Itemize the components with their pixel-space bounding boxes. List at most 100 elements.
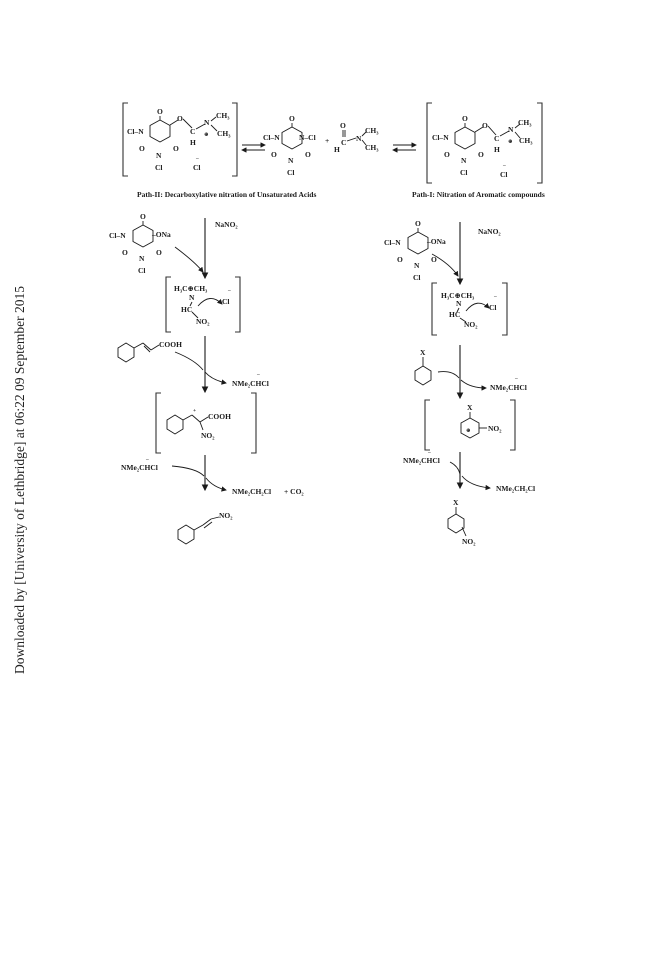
- svg-text:N: N: [288, 156, 294, 165]
- top-equilibrium: O Cl–N N Cl O O O C H N ⊕ CH₃ CH₃ Cl – O…: [122, 102, 543, 184]
- svg-text:H: H: [334, 145, 340, 154]
- svg-text:CH₃: CH₃: [519, 136, 533, 145]
- svg-text:H: H: [494, 145, 500, 154]
- svg-text:O: O: [478, 150, 484, 159]
- svg-text:–: –: [502, 163, 506, 169]
- svg-text:NMe₂CHCl: NMe₂CHCl: [403, 456, 440, 465]
- svg-text:·: ·: [460, 425, 462, 431]
- svg-text:Cl–N: Cl–N: [384, 238, 401, 247]
- svg-text:Cl: Cl: [193, 163, 201, 172]
- svg-text:Cl: Cl: [413, 273, 421, 282]
- svg-text:–: –: [227, 288, 231, 294]
- svg-text:O: O: [482, 121, 488, 130]
- svg-text:–ONa: –ONa: [151, 230, 171, 239]
- svg-text:CH₃: CH₃: [217, 129, 231, 138]
- svg-text:NO₂: NO₂: [196, 317, 210, 326]
- svg-text:NO₂: NO₂: [488, 424, 502, 433]
- svg-text:H₃C⊕CH₃: H₃C⊕CH₃: [174, 284, 208, 293]
- svg-text:O: O: [397, 255, 403, 264]
- svg-text:⊕: ⊕: [466, 428, 471, 434]
- svg-text:⊕: ⊕: [508, 139, 513, 145]
- svg-text:O: O: [305, 150, 311, 159]
- svg-text:O: O: [462, 114, 468, 123]
- svg-text:O: O: [415, 219, 421, 228]
- svg-text:HC: HC: [181, 305, 192, 314]
- svg-text:N: N: [456, 299, 462, 308]
- svg-text:N: N: [461, 156, 467, 165]
- svg-text:Cl: Cl: [287, 168, 295, 177]
- svg-text:Cl: Cl: [138, 266, 146, 275]
- svg-text:NaNO₂: NaNO₂: [215, 220, 238, 229]
- svg-text:X: X: [453, 498, 459, 507]
- svg-text:Cl: Cl: [500, 170, 508, 179]
- svg-text:C: C: [341, 138, 346, 147]
- svg-text:O: O: [173, 144, 179, 153]
- svg-text:O: O: [340, 121, 346, 130]
- svg-text:CH₃: CH₃: [365, 126, 379, 135]
- svg-text:N: N: [414, 261, 420, 270]
- svg-text:O: O: [122, 248, 128, 257]
- svg-text:N: N: [508, 125, 514, 134]
- svg-text:–: –: [256, 372, 260, 378]
- svg-text:NO₂: NO₂: [462, 537, 476, 546]
- svg-text:–: –: [427, 450, 431, 456]
- svg-text:NMe₂CHCl: NMe₂CHCl: [232, 379, 269, 388]
- svg-text:O: O: [140, 212, 146, 221]
- svg-text:N: N: [189, 293, 195, 302]
- svg-text:O: O: [157, 107, 163, 116]
- svg-text:NMe₂CHCl: NMe₂CHCl: [490, 383, 527, 392]
- svg-text:X: X: [420, 348, 426, 357]
- svg-text:O: O: [289, 114, 295, 123]
- path-ii-caption: Path-II: Decarboxylative nitration of Un…: [137, 190, 316, 199]
- svg-text:NO₂: NO₂: [201, 431, 215, 440]
- svg-text:C: C: [494, 134, 499, 143]
- svg-text:–: –: [514, 376, 518, 382]
- svg-text:Cl–N: Cl–N: [263, 133, 280, 142]
- svg-text:CH₃: CH₃: [518, 118, 532, 127]
- svg-text:O: O: [271, 150, 277, 159]
- svg-text:COOH: COOH: [208, 412, 231, 421]
- svg-text:O: O: [156, 248, 162, 257]
- svg-text:–: –: [195, 156, 199, 162]
- svg-text:–: –: [145, 457, 149, 463]
- svg-text:+ CO₂: + CO₂: [284, 487, 304, 496]
- svg-text:HC: HC: [449, 310, 460, 319]
- svg-text:NMe₂CHCl: NMe₂CHCl: [121, 463, 158, 472]
- svg-text:–ONa: –ONa: [426, 237, 446, 246]
- svg-text:N: N: [356, 134, 362, 143]
- svg-text:+: +: [193, 408, 196, 414]
- path-i-caption: Path-I: Nitration of Aromatic compounds: [412, 190, 545, 199]
- svg-text:O: O: [139, 144, 145, 153]
- svg-text:Cl–N: Cl–N: [432, 133, 449, 142]
- path-i-scheme: O Cl–N –ONa N Cl O O NaNO₂ H₃C⊕CH₃ N HC …: [384, 219, 535, 546]
- svg-text:–: –: [493, 294, 497, 300]
- svg-text:Cl: Cl: [222, 297, 230, 306]
- svg-text:H₃C⊕CH₃: H₃C⊕CH₃: [441, 291, 475, 300]
- svg-text:X: X: [467, 403, 473, 412]
- svg-text:CH₃: CH₃: [216, 111, 230, 120]
- svg-text:NaNO₂: NaNO₂: [478, 227, 501, 236]
- svg-text:N–Cl: N–Cl: [299, 133, 316, 142]
- svg-text:N: N: [139, 254, 145, 263]
- svg-text:O: O: [431, 255, 437, 264]
- svg-text:Cl: Cl: [155, 163, 163, 172]
- svg-text:N: N: [204, 118, 210, 127]
- svg-text:O: O: [444, 150, 450, 159]
- svg-text:O: O: [177, 114, 183, 123]
- svg-text:Cl: Cl: [489, 303, 497, 312]
- svg-text:Cl: Cl: [460, 168, 468, 177]
- svg-text:NO₂: NO₂: [219, 511, 233, 520]
- svg-text:N: N: [156, 151, 162, 160]
- svg-text:+: +: [325, 136, 329, 145]
- svg-text:Cl–N: Cl–N: [109, 231, 126, 240]
- svg-text:NMe₂CH₂Cl: NMe₂CH₂Cl: [496, 484, 535, 493]
- svg-text:H: H: [190, 138, 196, 147]
- path-ii-scheme: O Cl–N –ONa N Cl O O NaNO₂ H₃C⊕CH₃ N HC …: [109, 212, 304, 545]
- svg-text:⊕: ⊕: [204, 132, 209, 138]
- svg-text:Cl–N: Cl–N: [127, 127, 144, 136]
- svg-text:NMe₂CH₂Cl: NMe₂CH₂Cl: [232, 487, 271, 496]
- svg-text:CH₃: CH₃: [365, 143, 379, 152]
- svg-text:NO₂: NO₂: [464, 320, 478, 329]
- svg-text:COOH: COOH: [159, 340, 182, 349]
